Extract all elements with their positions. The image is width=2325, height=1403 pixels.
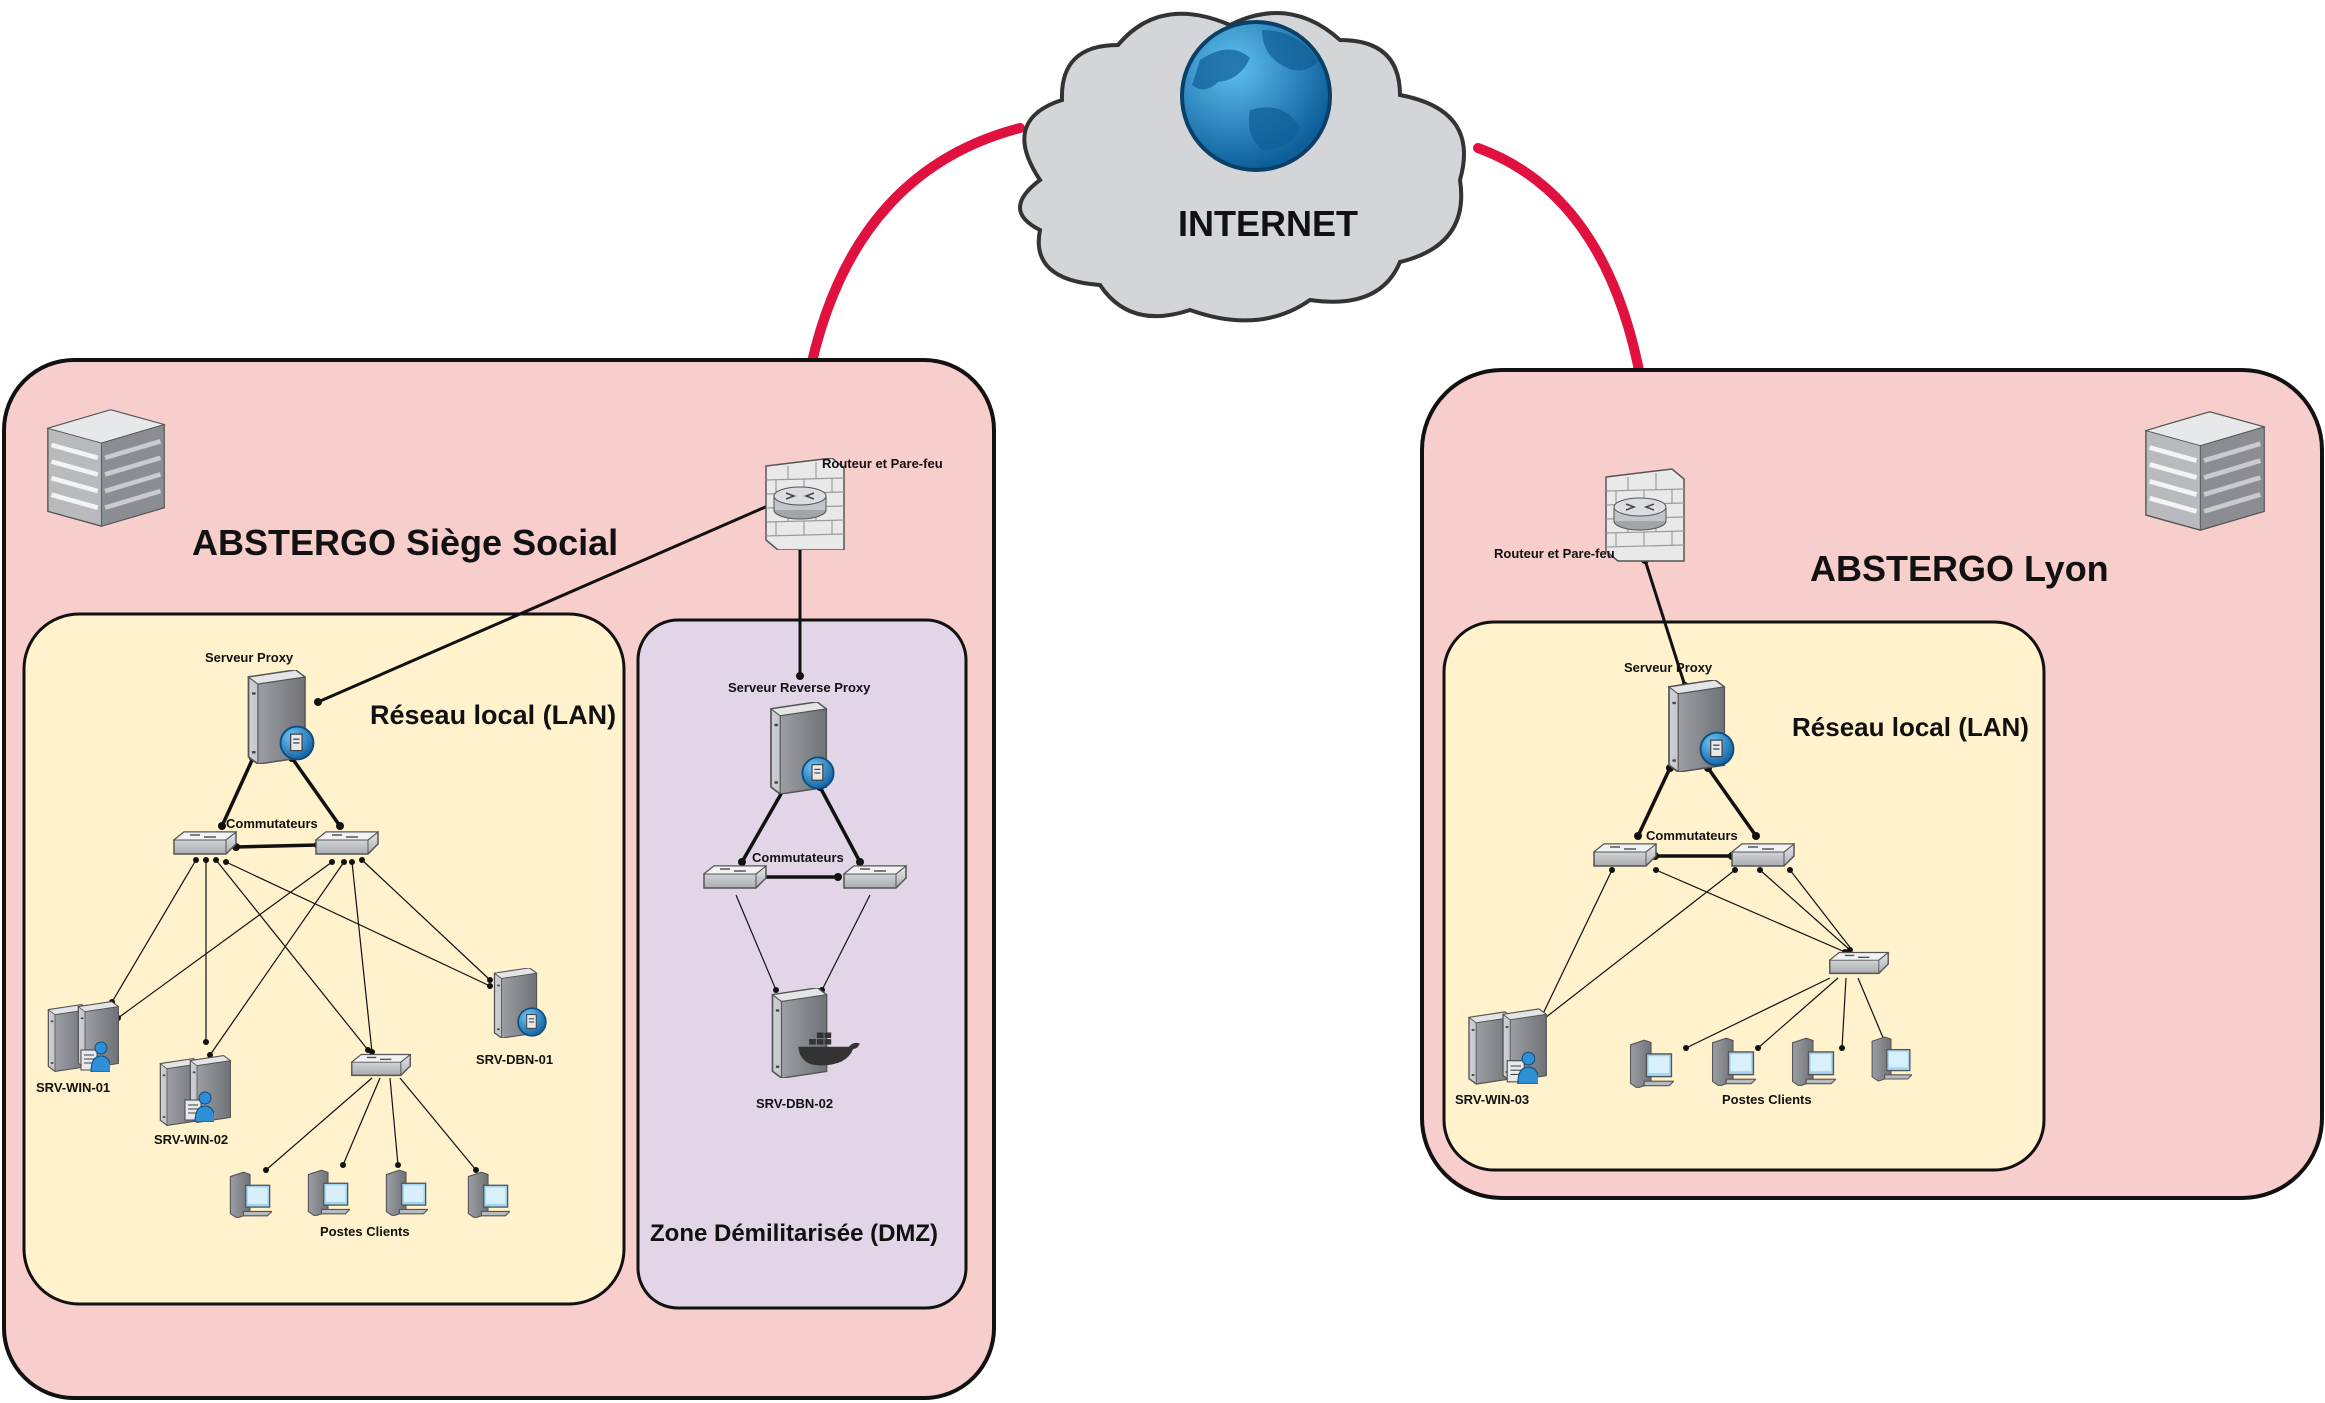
lyon-site-title: ABSTERGO Lyon — [1810, 548, 2109, 589]
lyon-lan-zone — [1442, 620, 2046, 1172]
hq-firewall-icon — [765, 458, 845, 550]
srv-win-02-icon — [159, 1054, 232, 1127]
lyon-lan-title: Réseau local (LAN) — [1792, 712, 2029, 742]
lyon-switch-icon — [1829, 951, 1889, 975]
lyon-clients-label: Postes Clients — [1722, 1092, 1812, 1107]
hq-switch-icon — [173, 831, 237, 855]
hq-building-icon — [48, 410, 164, 526]
hq-links — [111, 503, 871, 1171]
srv-win-01-label: SRV-WIN-01 — [36, 1080, 111, 1095]
hq-clients-label: Postes Clients — [320, 1224, 410, 1239]
hq-lan-title: Réseau local (LAN) — [370, 700, 617, 730]
srv-dbn-01-label: SRV-DBN-01 — [476, 1052, 554, 1067]
lyon-firewall-label: Routeur et Pare-feu — [1494, 546, 1615, 561]
hq-dmz-zone — [636, 618, 968, 1310]
hq-switch-icon — [351, 1053, 411, 1077]
internet-label: INTERNET — [1178, 203, 1358, 244]
srv-win-03-icon — [1468, 1008, 1548, 1085]
lyon-proxy-server-icon — [1667, 680, 1735, 772]
lyon-proxy-label: Serveur Proxy — [1624, 660, 1713, 675]
dmz-switch-icon — [843, 865, 907, 889]
srv-dbn-02-label: SRV-DBN-02 — [756, 1096, 834, 1111]
srv-win-02-label: SRV-WIN-02 — [154, 1132, 229, 1147]
hq-switches-label: Commutateurs — [226, 816, 318, 831]
dmz-switches-label: Commutateurs — [752, 850, 844, 865]
lyon-firewall-icon — [1605, 468, 1685, 562]
hq-switch-icon — [315, 831, 379, 855]
hq-site-title: ABSTERGO Siège Social — [192, 522, 619, 563]
lyon-switch-icon — [1593, 843, 1657, 867]
dmz-title: Zone Démilitarisée (DMZ) — [650, 1220, 939, 1247]
lyon-switches-label: Commutateurs — [1646, 828, 1738, 843]
lyon-switch-icon — [1731, 843, 1795, 867]
lyon-links — [1535, 559, 1885, 1049]
hq-firewall-label: Routeur et Pare-feu — [822, 456, 943, 471]
internet-cloud: INTERNET — [1018, 11, 1466, 323]
dmz-switch-icon — [703, 865, 767, 889]
hq-proxy-server-icon — [247, 670, 315, 764]
reverse-proxy-server-icon — [769, 702, 835, 794]
srv-win-03-label: SRV-WIN-03 — [1455, 1092, 1530, 1107]
globe-icon — [1180, 20, 1332, 172]
hq-lan-zone — [22, 612, 626, 1306]
hq-proxy-label: Serveur Proxy — [205, 650, 294, 665]
dmz-reverse-proxy-label: Serveur Reverse Proxy — [728, 680, 871, 695]
srv-win-01-icon — [47, 1000, 120, 1073]
lyon-building-icon — [2146, 412, 2264, 530]
